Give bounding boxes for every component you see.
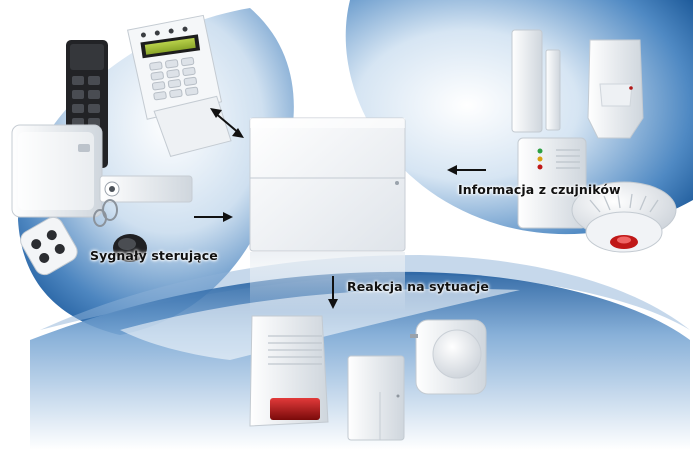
control-panel-icon — [249, 117, 406, 312]
lcd-keypad-icon — [126, 14, 232, 157]
arrow-from-sensors — [447, 165, 486, 175]
keypad-key — [151, 81, 166, 91]
control-signals-label: Sygnały sterujące — [90, 248, 218, 263]
proximity-keypad-key — [72, 90, 84, 99]
keypad-function-key — [168, 28, 174, 34]
proximity-keypad-key — [88, 104, 100, 113]
wireless-button-icon — [11, 124, 103, 218]
keypad-function-key — [154, 30, 160, 36]
keypad-key — [165, 59, 179, 69]
proximity-keypad-key — [72, 104, 84, 113]
keypad-key — [150, 71, 164, 81]
pir-motion-sensor-icon — [587, 39, 644, 139]
keypad-key — [166, 69, 180, 79]
proximity-tag-icon — [113, 234, 147, 262]
keypad-key — [185, 86, 199, 96]
keypad-key — [180, 57, 195, 67]
reaction-label: Reakcja na sytuacje — [347, 279, 489, 294]
plugin-siren-icon — [410, 319, 487, 395]
keypad-key — [149, 61, 163, 71]
keypad-key — [167, 79, 182, 89]
gas-detector-icon — [517, 137, 587, 229]
sensor-information-label: Informacja z czujników — [458, 182, 621, 197]
arrow-to-panel-left — [194, 212, 233, 222]
keypad-function-key — [182, 26, 188, 32]
smoke-detector-icon — [571, 181, 677, 253]
door-contact-icon — [99, 175, 193, 203]
keypad-key — [183, 76, 198, 86]
outdoor-siren-icon — [249, 315, 329, 427]
arrow-down-reaction — [328, 276, 338, 309]
keypad-key — [153, 91, 167, 101]
keyring-icon — [93, 199, 118, 227]
keypad-buttons — [140, 26, 199, 101]
double-arrow-keypad — [210, 108, 244, 138]
magnetic-contact-icon — [511, 29, 561, 133]
remote-control-icon — [20, 216, 78, 276]
proximity-keypad-key — [88, 90, 100, 99]
proximity-keypad-key — [72, 76, 84, 85]
indoor-siren-icon — [347, 355, 405, 441]
keypad-key — [169, 88, 183, 99]
keypad-function-key — [140, 32, 146, 38]
arrows — [194, 108, 486, 309]
proximity-keypad-key — [88, 76, 100, 85]
keypad-key — [182, 66, 196, 77]
